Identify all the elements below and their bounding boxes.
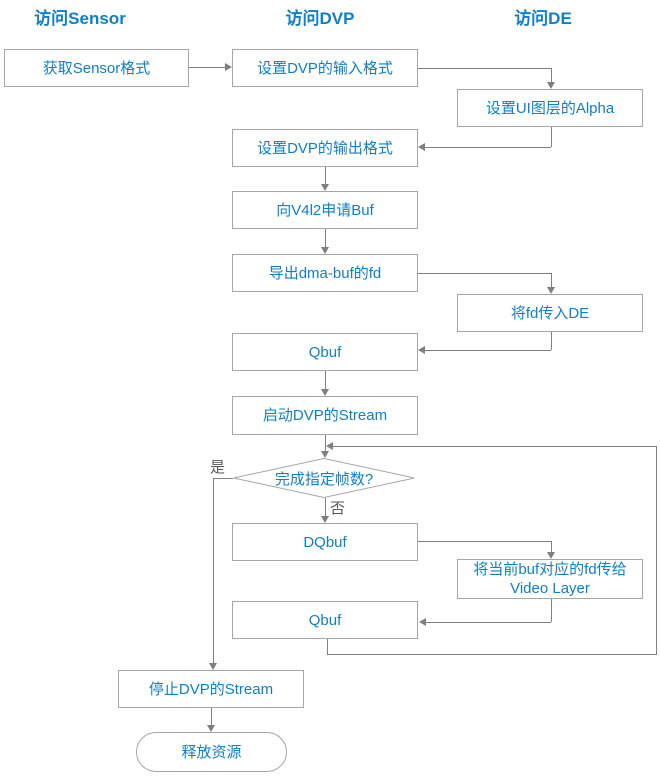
node-pass-fd-to-de: 将fd传入DE xyxy=(457,294,643,332)
node-stop-dvp-stream-label: 停止DVP的Stream xyxy=(148,680,274,698)
connector-dqbuf-to-videolayer-h xyxy=(418,541,551,542)
arrowhead-stop-to-release xyxy=(207,725,215,732)
connector-alpha-to-dvpoutput-v xyxy=(551,127,552,147)
connector-videolayer-to-qbuf2-v xyxy=(551,599,552,622)
node-set-dvp-input-format: 设置DVP的输入格式 xyxy=(232,49,418,87)
arrowhead-sensor-to-dvpinput xyxy=(225,63,232,71)
connector-stop-to-release xyxy=(211,708,212,725)
node-dqbuf-label: DQbuf xyxy=(303,533,347,551)
node-qbuf-1-label: Qbuf xyxy=(308,343,342,361)
column-header-sensor: 访问Sensor xyxy=(34,9,126,28)
node-qbuf-2: Qbuf xyxy=(232,601,418,639)
node-dqbuf: DQbuf xyxy=(232,523,418,561)
node-release-resources: 释放资源 xyxy=(136,732,287,772)
arrowhead-exportfd-to-passfd xyxy=(547,287,555,294)
connector-exportfd-to-passfd-h xyxy=(418,273,551,274)
node-set-dvp-output-format-label: 设置DVP的输出格式 xyxy=(257,139,393,157)
connector-alpha-to-dvpoutput-h xyxy=(425,147,551,148)
node-request-v4l2-buf: 向V4l2申请Buf xyxy=(232,191,418,229)
connector-exportfd-to-passfd-v xyxy=(551,273,552,287)
node-request-v4l2-buf-label: 向V4l2申请Buf xyxy=(276,201,374,219)
column-header-dvp: 访问DVP xyxy=(285,9,355,28)
connector-feedback-qbuf2-down xyxy=(327,639,328,654)
connector-dvpinput-to-alpha-h xyxy=(418,68,551,69)
connector-decision-no-to-dqbuf xyxy=(325,498,326,516)
node-pass-fd-video-layer: 将当前buf对应的fd传给 Video Layer xyxy=(457,559,643,599)
node-export-dmabuf-fd: 导出dma-buf的fd xyxy=(232,254,418,292)
node-qbuf-2-label: Qbuf xyxy=(308,611,342,629)
arrowhead-dqbuf-to-videolayer xyxy=(547,552,555,559)
connector-qbuf1-to-stream xyxy=(325,371,326,389)
node-qbuf-1: Qbuf xyxy=(232,333,418,371)
connector-passfd-to-qbuf1-v xyxy=(551,332,552,350)
branch-label-yes: 是 xyxy=(210,459,226,476)
connector-reqbuf-to-exportfd xyxy=(325,229,326,247)
arrowhead-feedback-to-decision xyxy=(326,442,333,450)
connector-sensor-to-dvpinput xyxy=(189,67,225,68)
connector-videolayer-to-qbuf2-h xyxy=(426,622,551,623)
arrowhead-dvpoutput-to-reqbuf xyxy=(321,184,329,191)
node-stop-dvp-stream: 停止DVP的Stream xyxy=(118,670,304,708)
decision-diamond-shape xyxy=(233,458,415,498)
arrowhead-stream-to-decision xyxy=(321,451,329,458)
arrowhead-decision-yes-to-stop xyxy=(209,663,217,670)
node-set-ui-alpha: 设置UI图层的Alpha xyxy=(457,89,643,127)
node-start-dvp-stream: 启动DVP的Stream xyxy=(232,396,418,435)
arrowhead-videolayer-to-qbuf2 xyxy=(419,618,426,626)
node-release-resources-label: 释放资源 xyxy=(181,743,242,761)
node-set-dvp-input-format-label: 设置DVP的输入格式 xyxy=(257,59,393,77)
connector-dqbuf-to-videolayer-v xyxy=(551,541,552,552)
node-start-dvp-stream-label: 启动DVP的Stream xyxy=(262,407,388,424)
column-header-de: 访问DE xyxy=(514,9,572,28)
decision-frames-done: 完成指定帧数? xyxy=(233,458,415,498)
node-get-sensor-format-label: 获取Sensor格式 xyxy=(42,59,151,77)
node-pass-fd-video-layer-line1: 将当前buf对应的fd传给 xyxy=(473,561,627,578)
node-set-dvp-output-format: 设置DVP的输出格式 xyxy=(232,129,418,167)
arrowhead-reqbuf-to-exportfd xyxy=(321,247,329,254)
branch-label-no: 否 xyxy=(330,500,346,517)
connector-feedback-bottom xyxy=(327,654,656,655)
arrowhead-qbuf1-to-stream xyxy=(321,389,329,396)
connector-dvpoutput-to-reqbuf xyxy=(325,167,326,184)
arrowhead-dvpinput-to-alpha xyxy=(547,82,555,89)
node-export-dmabuf-fd-label: 导出dma-buf的fd xyxy=(268,264,382,282)
arrowhead-decision-no-to-dqbuf xyxy=(321,516,329,523)
arrowhead-alpha-to-dvpoutput xyxy=(418,143,425,151)
connector-dvpinput-to-alpha-v xyxy=(551,68,552,82)
node-pass-fd-video-layer-line2: Video Layer xyxy=(510,580,590,597)
connector-feedback-right xyxy=(656,446,657,655)
node-get-sensor-format: 获取Sensor格式 xyxy=(4,49,189,87)
connector-passfd-to-qbuf1-h xyxy=(425,350,551,351)
connector-decision-yes-v xyxy=(213,478,214,663)
connector-decision-yes-h xyxy=(213,478,233,479)
connector-feedback-top xyxy=(333,446,656,447)
connector-stream-to-decision xyxy=(325,435,326,451)
decision-frames-done-label: 完成指定帧数? xyxy=(274,470,374,488)
arrowhead-passfd-to-qbuf1 xyxy=(418,346,425,354)
node-pass-fd-to-de-label: 将fd传入DE xyxy=(510,304,590,322)
node-set-ui-alpha-label: 设置UI图层的Alpha xyxy=(485,99,615,117)
